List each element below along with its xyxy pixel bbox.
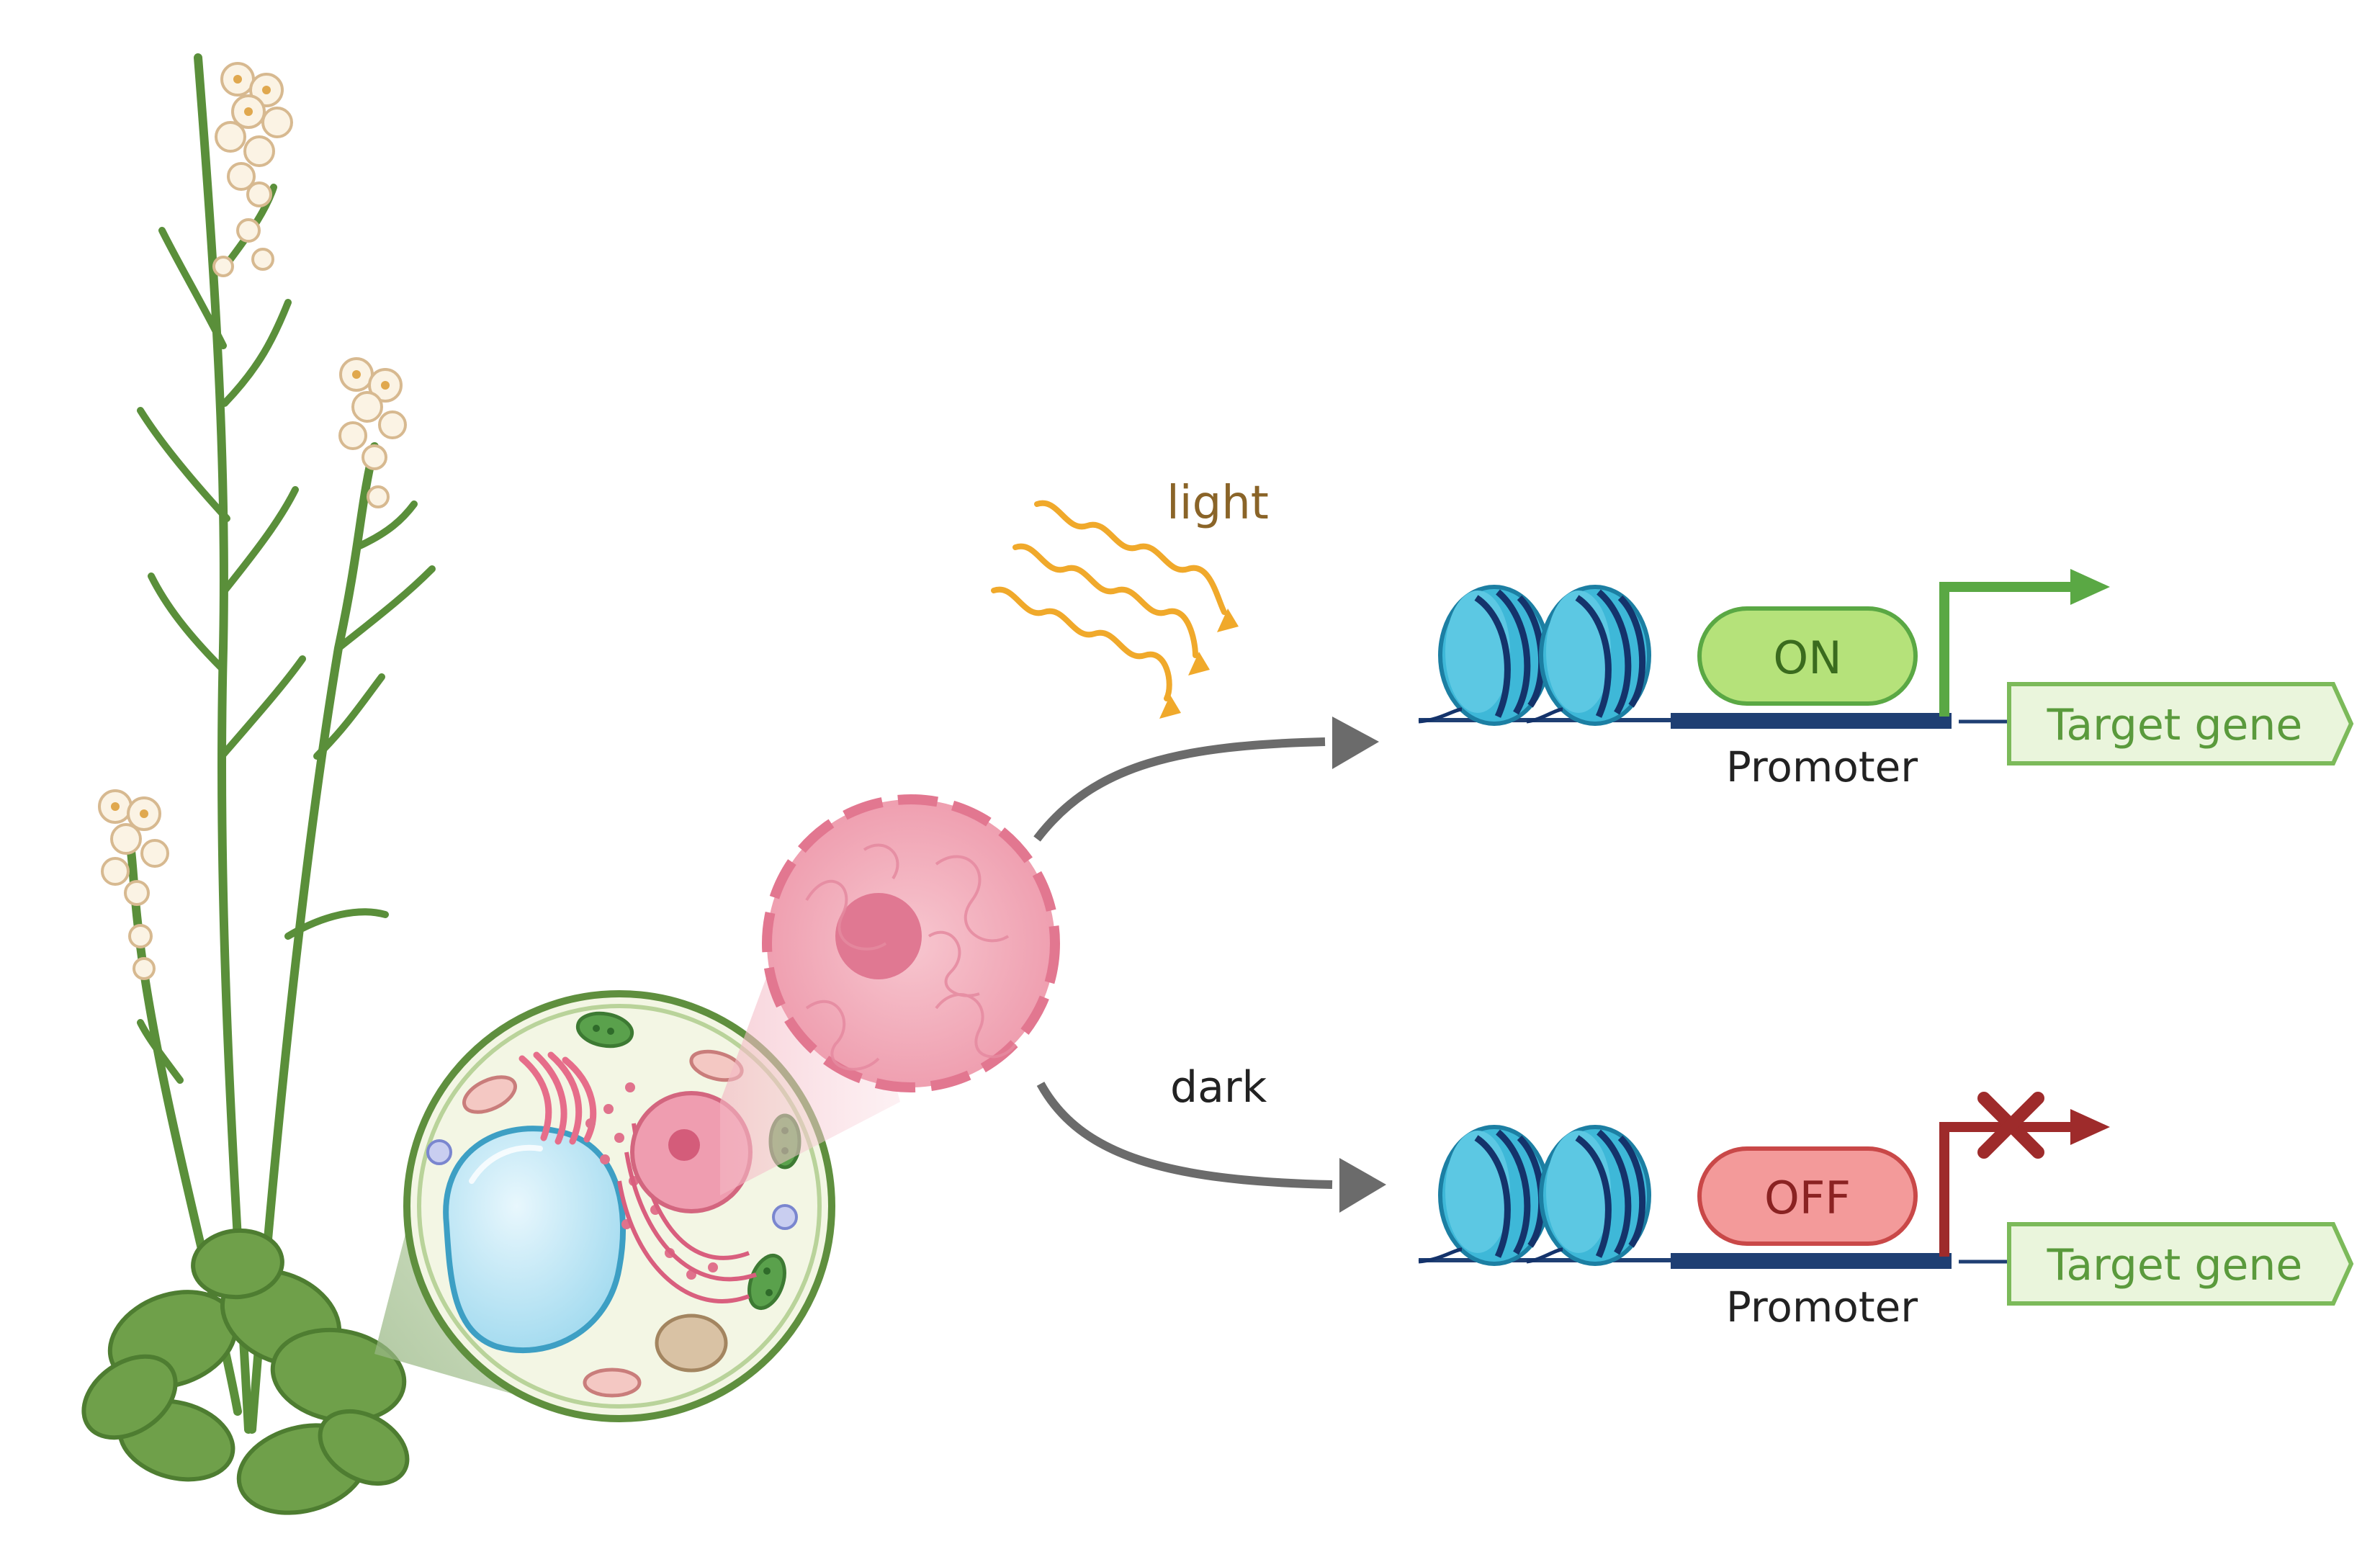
- light-flow-arrow: [1033, 737, 1326, 842]
- dark-gene-diagram: OFF Promoter Target gene: [1418, 1092, 2354, 1332]
- promoter-label: Promoter: [1726, 742, 1918, 791]
- promoter-bar: [1671, 1253, 1952, 1269]
- blocked-x-icon: [1977, 1092, 2044, 1159]
- transcription-on-arrowhead: [2070, 569, 2110, 605]
- dark-label: dark: [1170, 1062, 1267, 1113]
- nucleosome-icon: [1539, 1125, 1651, 1266]
- on-state-label: ON: [1773, 632, 1841, 684]
- target-gene-box: [2007, 682, 2354, 765]
- plant-cell: [403, 990, 835, 1422]
- arabidopsis-plant: [81, 53, 436, 1515]
- promoter-label: Promoter: [1726, 1283, 1918, 1332]
- transcription-off-arrowhead: [2070, 1109, 2110, 1145]
- enlarged-nucleus: [762, 794, 1060, 1092]
- light-label: light: [1167, 477, 1269, 530]
- off-state-pill: [1697, 1146, 1918, 1246]
- target-gene-box: [2007, 1222, 2354, 1306]
- target-gene-label: Target gene: [2047, 1240, 2303, 1290]
- light-rays-icon: [991, 500, 1227, 701]
- nucleosome-icon: [1539, 585, 1651, 726]
- target-gene-label: Target gene: [2047, 700, 2303, 750]
- transcription-off-arrow: [1939, 1122, 2074, 1257]
- light-flow-arrowhead: [1332, 717, 1379, 769]
- dark-flow-arrowhead: [1339, 1158, 1386, 1213]
- on-state-pill: [1697, 606, 1918, 706]
- nucleosome-icon: [1438, 585, 1550, 726]
- nucleosome-icon: [1438, 1125, 1550, 1266]
- light-gene-diagram: ON Promoter Target gene: [1418, 569, 2354, 791]
- light-ray-arrowheads: [1159, 609, 1239, 719]
- off-state-label: OFF: [1764, 1172, 1851, 1224]
- transcription-on-arrow: [1939, 582, 2074, 717]
- dark-flow-arrow: [1036, 1082, 1333, 1189]
- promoter-bar: [1671, 713, 1952, 729]
